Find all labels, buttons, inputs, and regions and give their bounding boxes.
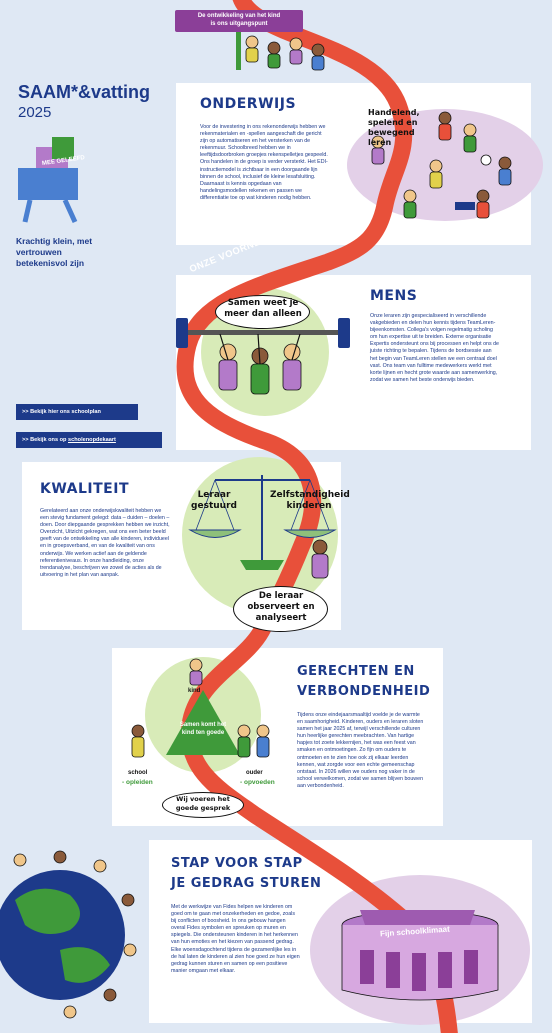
triangle-text: Samen komt het kind ten goede	[179, 722, 227, 736]
onderwijs-text: Voor de investering in ons rekenonderwij…	[200, 124, 328, 201]
kwaliteit-bubble: De leraar observeert en analyseert	[247, 591, 315, 623]
banner-line2: is ons uitgangspunt	[210, 21, 268, 27]
header-logo-illustration	[18, 137, 78, 224]
gerechten-bubble: Wij voeren het goede gesprek	[175, 795, 231, 812]
onderwijs-title: ONDERWIJS	[200, 96, 297, 112]
gerechten-title-2: VERBONDENHEID	[297, 684, 431, 699]
schoolgids-button[interactable]: >> Bekijk ons op scholenopdekaart	[16, 432, 162, 448]
kwaliteit-bubble-box	[233, 586, 328, 632]
balance-scale-illustration	[188, 475, 337, 579]
mens-bubble: Samen weet je meer dan alleen	[224, 298, 302, 319]
gerechten-text: Tijdens onze eindejaarsmaaltijd voelde j…	[297, 712, 424, 789]
road	[176, 0, 458, 1033]
stap-text: Met de werkwijze van Fides helpen we kin…	[171, 904, 300, 974]
onderwijs-bubble: Handelend, spelend en bewegend leren	[368, 108, 420, 147]
scholenopdekaart-link[interactable]: scholenopdekaart	[68, 437, 116, 443]
scale-right-label: Zelfstandigheid kinderen	[270, 490, 350, 511]
schoolgids-prefix: >> Bekijk ons op	[22, 437, 69, 443]
page-year: 2025	[18, 104, 52, 121]
stap-title-1: STAP VOOR STAP	[171, 856, 303, 871]
page-title: SAAM*&vatting	[18, 82, 151, 102]
school-building-illustration	[341, 910, 499, 1001]
mens-text: Onze leraren zijn gespecialiseerd in ver…	[370, 313, 499, 383]
banner-children-illustration	[236, 30, 325, 71]
banner: De ontwikkeling van het kind is ons uitg…	[175, 10, 303, 32]
banner-line1: De ontwikkeling van het kind	[197, 13, 281, 19]
kwaliteit-text: Gerelateerd aan onze onderwijskwaliteit …	[40, 508, 170, 578]
triangle-scene-illustration	[131, 658, 270, 758]
kwaliteit-title: KWALITEIT	[40, 481, 129, 497]
mens-weightlifters-illustration	[176, 318, 350, 395]
ouder-label: ouder	[246, 770, 263, 776]
school-label: school	[128, 770, 148, 776]
gerechten-title-1: GERECHTEN EN	[297, 664, 415, 679]
mens-title: MENS	[370, 288, 418, 304]
school-sub-label: - opleiden	[122, 779, 153, 786]
gerechten-bubble-box	[162, 792, 244, 818]
globe-illustration	[0, 850, 137, 1019]
kind-label: kind	[188, 688, 201, 694]
schoolplan-button[interactable]: >> Bekijk hier ons schoolplan	[16, 404, 138, 420]
stap-title-2: JE GEDRAG STUREN	[171, 876, 322, 891]
scale-left-label: Leraar gestuurd	[191, 490, 237, 511]
tagline: Krachtig klein, met vertrouwen betekenis…	[16, 236, 93, 268]
onderwijs-children-illustration	[371, 111, 512, 219]
mens-bubble-box	[215, 295, 310, 329]
ouder-sub-label: - opvoeden	[240, 779, 275, 786]
